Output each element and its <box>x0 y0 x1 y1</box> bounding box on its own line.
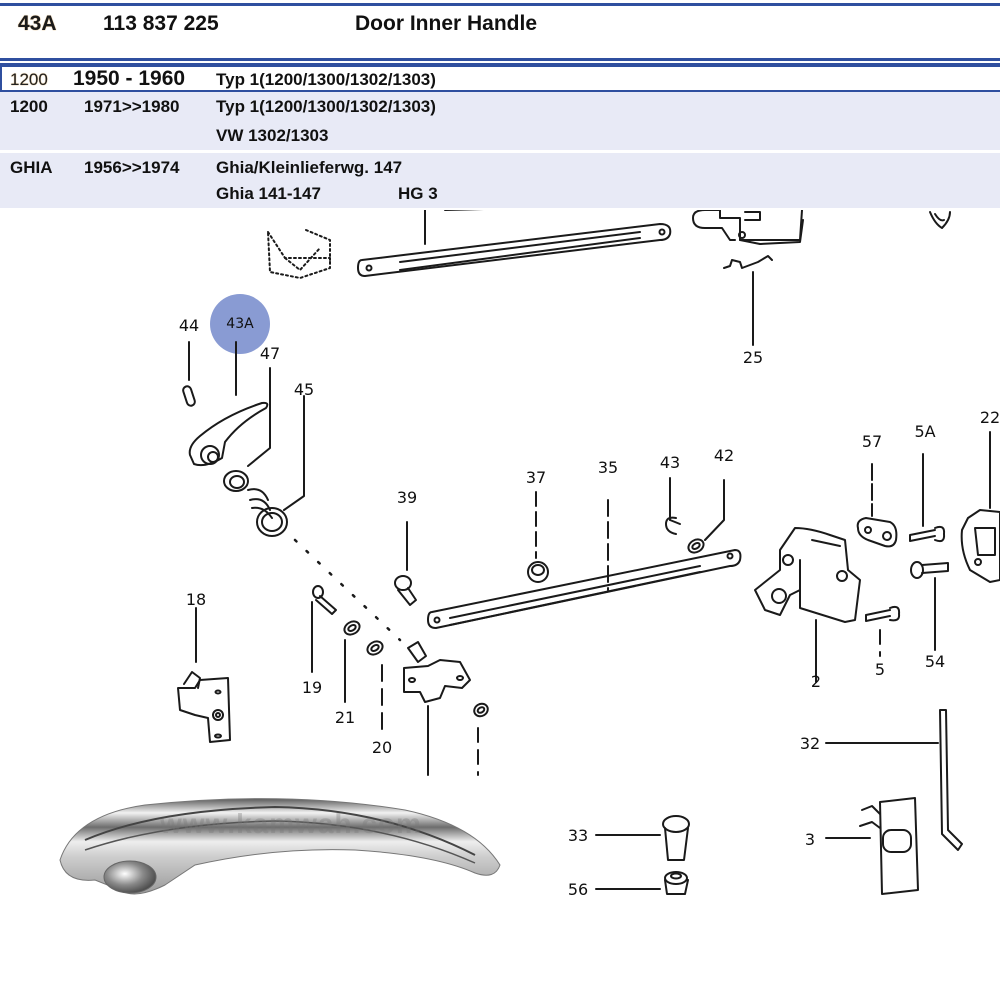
description-cell: Typ 1(1200/1300/1302/1303) <box>216 70 436 89</box>
callout-32[interactable]: 32 <box>799 734 821 753</box>
callout-19[interactable]: 19 <box>301 678 323 697</box>
pin-44 <box>182 385 196 407</box>
callout-43a[interactable]: 43A <box>226 316 254 332</box>
callout-highlight[interactable] <box>210 294 270 354</box>
washer-42 <box>687 479 725 554</box>
callout-2[interactable]: 2 <box>810 672 822 691</box>
door-knob-33 <box>595 815 690 861</box>
ghost-lever-part <box>267 229 331 279</box>
callout-47[interactable]: 47 <box>259 344 281 363</box>
callout-56[interactable]: 56 <box>567 880 589 899</box>
callout-22[interactable]: 22 <box>979 408 1000 427</box>
application-table: 1200 1950 - 1960 Typ 1(1200/1300/1302/13… <box>0 65 1000 208</box>
striker-18 <box>177 607 231 743</box>
callout-33[interactable]: 33 <box>567 826 589 845</box>
application-row-selected[interactable]: 1200 1950 - 1960 Typ 1(1200/1300/1302/13… <box>0 65 1000 92</box>
callout-43[interactable]: 43 <box>659 453 681 472</box>
description-cell: Typ 1(1200/1300/1302/1303) <box>216 97 436 116</box>
callout-57[interactable]: 57 <box>861 432 883 451</box>
description-cell: VW 1302/1303 <box>216 126 329 145</box>
application-row-continuation: Ghia 141-147 HG 3 <box>0 179 1000 208</box>
application-row[interactable]: 1200 1971>>1980 Typ 1(1200/1300/1302/130… <box>0 92 1000 121</box>
part-name: Door Inner Handle <box>355 12 538 35</box>
model-cell: 1200 <box>10 97 48 116</box>
callout-35[interactable]: 35 <box>597 458 619 477</box>
callout-5[interactable]: 5 <box>874 660 886 679</box>
callout-18[interactable]: 18 <box>185 590 207 609</box>
grommet-56 <box>595 871 689 895</box>
pivot-39 <box>394 521 417 606</box>
model-cell: GHIA <box>10 158 53 177</box>
screw-5 <box>865 605 901 657</box>
callout-3[interactable]: 3 <box>804 830 816 849</box>
washer-20 <box>366 640 384 736</box>
exploded-parts-diagram: 44 43A 47 45 25 39 37 35 43 42 57 5A 22 … <box>0 210 1000 1000</box>
description-cell: Ghia 141-147 <box>216 184 321 203</box>
upper-rod <box>357 210 672 277</box>
lower-rod-35 <box>427 499 742 629</box>
bushing-37 <box>527 491 549 583</box>
header-top-rule <box>0 3 1000 6</box>
application-row[interactable]: GHIA 1956>>1974 Ghia/Kleinlieferwg. 147 <box>0 150 1000 179</box>
header-divider <box>0 58 1000 61</box>
callout-39[interactable]: 39 <box>396 488 418 507</box>
upper-latch <box>692 210 804 245</box>
diagram-drawing <box>177 210 1000 895</box>
lock-rod-32 <box>825 709 963 851</box>
years-cell: 1971>>1980 <box>84 97 180 116</box>
years-cell: 1950 - 1960 <box>73 67 186 90</box>
application-row-continuation: VW 1302/1303 <box>0 121 1000 150</box>
washer-small <box>473 702 489 776</box>
header-divider-2 <box>0 63 1000 65</box>
part-title-bar: 43A 113 837 225 Door Inner Handle <box>0 6 1000 58</box>
callout-25[interactable]: 25 <box>742 348 764 367</box>
shield-fragment <box>929 211 951 229</box>
lock-body-3 <box>825 797 919 895</box>
callout-45[interactable]: 45 <box>293 380 315 399</box>
part-number: 113 837 225 <box>103 12 219 35</box>
striker-plate <box>403 641 471 776</box>
photo-watermark: www.kamwah.com <box>160 808 422 839</box>
door-lock-2 <box>754 527 861 683</box>
washer-21 <box>343 620 361 703</box>
callout-42[interactable]: 42 <box>713 446 735 465</box>
callout-20[interactable]: 20 <box>371 738 393 757</box>
lock-housing-22 <box>960 431 1000 583</box>
ring-47 <box>223 367 271 492</box>
clip-43 <box>665 477 681 535</box>
screw-5a <box>909 453 946 543</box>
screw-54 <box>910 561 949 651</box>
years-cell: 1956>>1974 <box>84 158 180 177</box>
bolt-19 <box>311 585 337 673</box>
extra-cell: HG 3 <box>398 184 438 203</box>
spring-clip <box>723 255 773 269</box>
inner-handle-43a <box>188 341 269 467</box>
model-cell: 1200 <box>10 70 48 89</box>
callout-21[interactable]: 21 <box>334 708 356 727</box>
callout-44[interactable]: 44 <box>178 316 200 335</box>
spring-45 <box>247 395 305 537</box>
callout-5a[interactable]: 5A <box>914 422 936 441</box>
plate-57 <box>856 463 898 548</box>
product-photo-handle <box>59 798 501 895</box>
position-number: 43A <box>18 12 57 35</box>
description-cell: Ghia/Kleinlieferwg. 147 <box>216 158 403 177</box>
callout-37[interactable]: 37 <box>525 468 547 487</box>
callout-54[interactable]: 54 <box>924 652 946 671</box>
